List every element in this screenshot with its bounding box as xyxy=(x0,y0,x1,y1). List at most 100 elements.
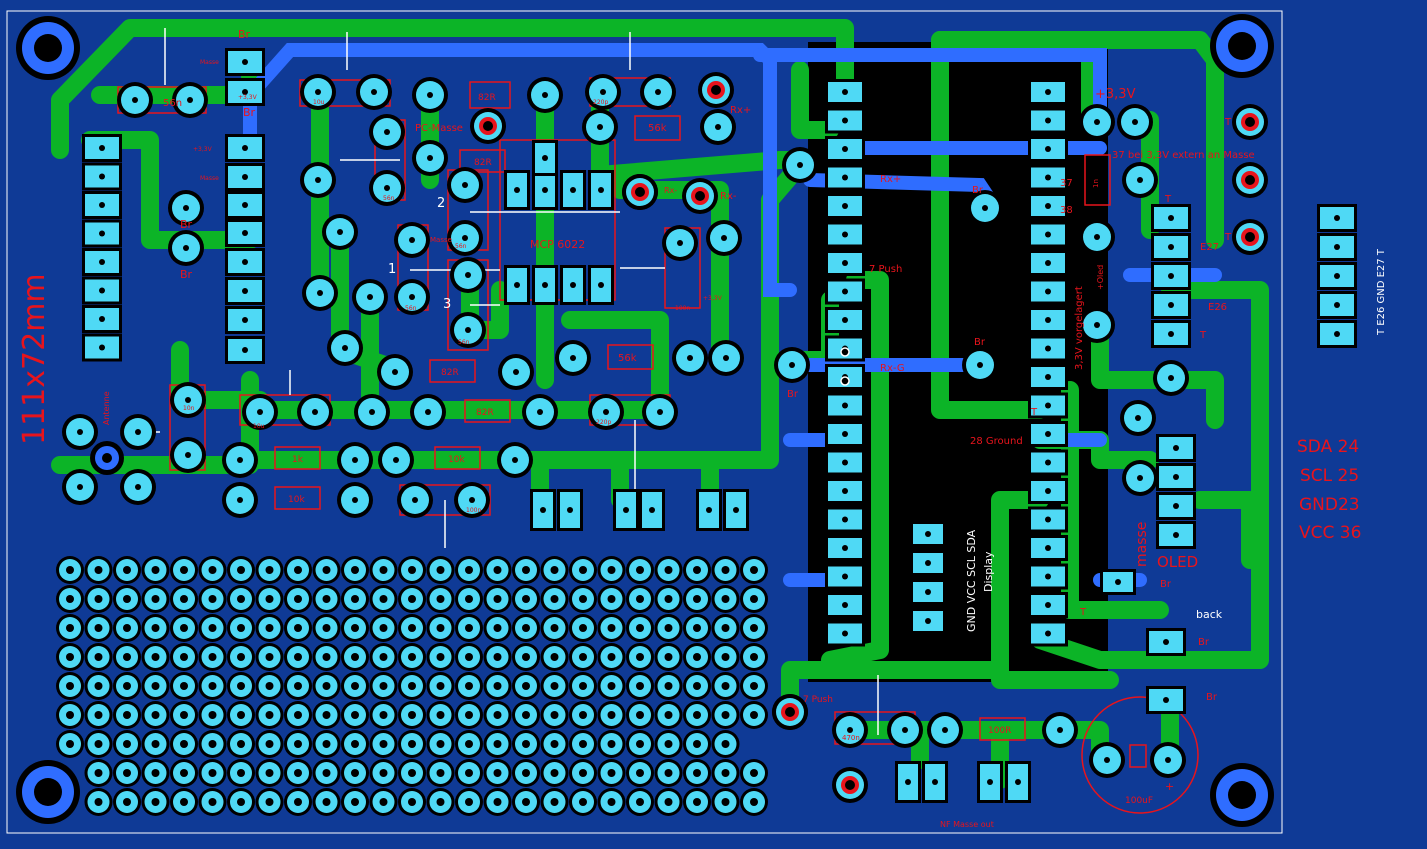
pad xyxy=(1100,569,1136,595)
perf-hole xyxy=(141,788,170,816)
round-pad xyxy=(588,394,624,430)
label-oled: OLED xyxy=(1157,553,1198,571)
perf-hole xyxy=(654,788,683,816)
perf-hole xyxy=(141,585,170,613)
perf-hole xyxy=(540,614,569,642)
perf-hole xyxy=(483,730,512,758)
perf-hole xyxy=(711,759,740,787)
perf-hole xyxy=(569,585,597,613)
round-pad xyxy=(774,347,810,383)
perf-hole xyxy=(170,556,198,584)
perf-hole xyxy=(56,672,84,700)
round-pad xyxy=(354,394,390,430)
label-33v-3: +3,3V xyxy=(703,295,723,302)
perf-hole xyxy=(255,643,284,671)
header-pin xyxy=(82,162,122,191)
oled-pin xyxy=(1156,492,1196,520)
ic-pin xyxy=(532,170,558,210)
perf-hole xyxy=(740,788,768,816)
via-pad xyxy=(1232,219,1268,255)
label-nf-masse: NF Masse out xyxy=(940,820,994,829)
comp-c56n-c: 56n xyxy=(405,305,417,312)
perf-hole xyxy=(170,759,198,787)
module-pin-left xyxy=(825,478,865,504)
perf-hole xyxy=(312,759,341,787)
perf-hole xyxy=(284,556,312,584)
perf-hole xyxy=(597,643,626,671)
round-pad xyxy=(242,394,278,430)
round-pad xyxy=(170,382,206,418)
perf-hole xyxy=(740,614,768,642)
pad xyxy=(1146,686,1186,714)
perf-hole xyxy=(483,672,512,700)
oled-pin xyxy=(1156,521,1196,549)
module-pin-left xyxy=(825,278,865,305)
round-pad xyxy=(327,330,363,366)
jumper-pin xyxy=(613,489,639,531)
perf-hole xyxy=(170,614,198,642)
perf-hole xyxy=(227,701,255,729)
perf-hole xyxy=(711,701,740,729)
header-pin xyxy=(225,134,265,162)
display-pin xyxy=(910,521,946,547)
label-masse-2: Masse xyxy=(200,175,219,182)
label-28ground: 28 Ground xyxy=(970,436,1023,447)
module-pin-left xyxy=(825,107,865,134)
label-rx-g: Rx-G xyxy=(880,363,905,374)
round-pad xyxy=(585,74,621,110)
perf-hole xyxy=(540,643,569,671)
perf-hole xyxy=(84,614,113,642)
perf-hole xyxy=(113,701,141,729)
via-pad xyxy=(682,178,718,214)
comp-r10kb: 10k xyxy=(288,495,305,505)
perf-hole xyxy=(683,556,711,584)
module-pin-right xyxy=(1028,164,1068,191)
perf-hole xyxy=(84,788,113,816)
perf-hole xyxy=(141,643,170,671)
module-pin-right xyxy=(1028,250,1068,276)
perf-hole xyxy=(141,730,170,758)
perf-hole xyxy=(341,788,369,816)
label-rx-minus: Rx- xyxy=(720,191,737,202)
perf-hole xyxy=(227,788,255,816)
perf-hole xyxy=(597,556,626,584)
perf-hole xyxy=(341,759,369,787)
header-pin xyxy=(82,276,122,305)
round-pad xyxy=(297,394,333,430)
round-pad xyxy=(706,220,742,256)
perf-hole xyxy=(597,759,626,787)
module-pin-left xyxy=(825,592,865,618)
perf-hole xyxy=(84,730,113,758)
antenna-pad xyxy=(90,441,124,475)
comp-c1n: 1n xyxy=(1092,179,1100,188)
round-pad xyxy=(378,442,414,478)
label-t-4: T xyxy=(1199,330,1207,341)
round-pad xyxy=(555,340,591,376)
perf-hole xyxy=(740,672,768,700)
module-pin-right xyxy=(1028,535,1068,561)
perf-hole xyxy=(512,759,540,787)
perf-hole xyxy=(512,585,540,613)
perf-hole xyxy=(569,730,597,758)
perf-hole xyxy=(255,788,284,816)
mounting-hole xyxy=(16,16,80,80)
perf-hole xyxy=(711,643,740,671)
perf-hole xyxy=(341,730,369,758)
perf-hole xyxy=(113,759,141,787)
pin-1: 1 xyxy=(388,262,396,277)
perf-hole xyxy=(84,672,113,700)
perf-hole xyxy=(170,701,198,729)
perf-hole xyxy=(227,585,255,613)
perf-hole xyxy=(341,701,369,729)
perf-hole xyxy=(284,788,312,816)
header-pin xyxy=(225,191,265,219)
round-pad xyxy=(302,275,338,311)
perf-hole xyxy=(569,672,597,700)
perf-hole xyxy=(312,788,341,816)
label-oled-small: +Oled xyxy=(1096,265,1105,290)
round-pad xyxy=(1089,742,1125,778)
perf-hole xyxy=(683,788,711,816)
round-pad xyxy=(412,77,448,113)
perf-hole xyxy=(654,759,683,787)
pad xyxy=(1146,628,1186,656)
